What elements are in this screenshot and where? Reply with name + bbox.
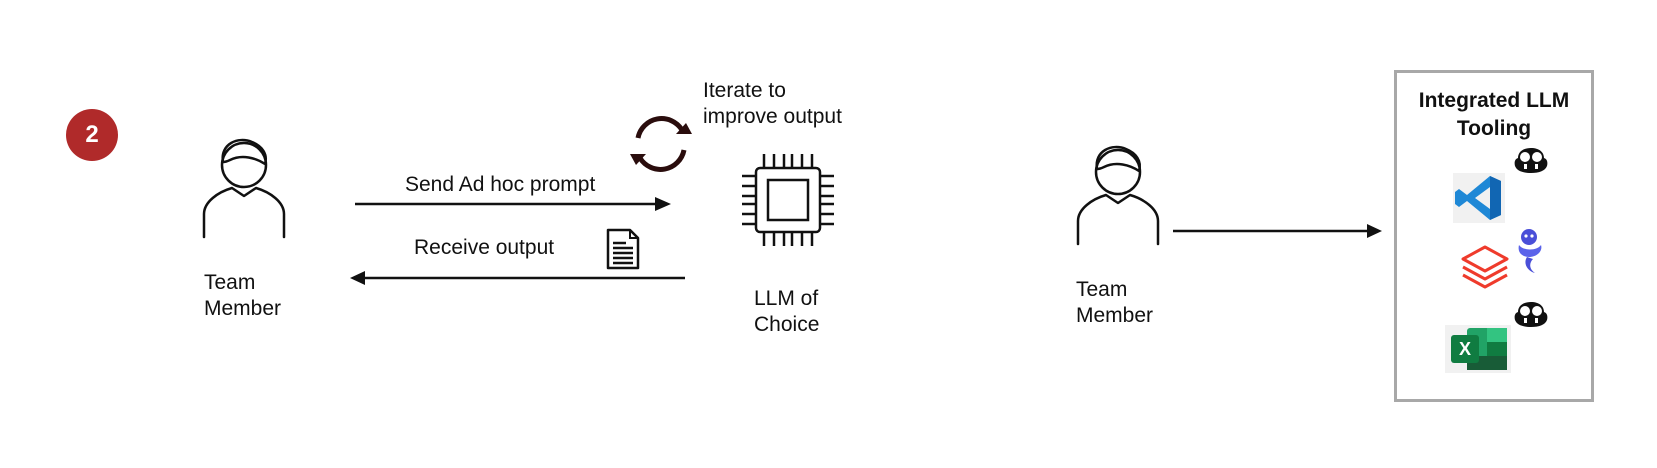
left-person-label-line2: Member xyxy=(204,297,282,320)
tooling-arrow xyxy=(1173,224,1382,238)
document-icon xyxy=(606,228,640,270)
vscode-icon xyxy=(1453,173,1505,223)
databricks-icon xyxy=(1461,245,1509,289)
step-badge: 2 xyxy=(66,109,118,161)
genie-icon xyxy=(1518,229,1542,273)
copilot-icon xyxy=(1514,302,1548,327)
send-prompt-label: Send Ad hoc prompt xyxy=(405,173,596,196)
excel-icon: X xyxy=(1445,325,1511,373)
receive-output-label: Receive output xyxy=(414,236,555,259)
receive-arrow xyxy=(350,271,685,285)
refresh-cycle-icon xyxy=(630,116,692,172)
send-arrow xyxy=(355,197,671,211)
copilot-icon xyxy=(1514,148,1548,173)
llm-label: LLM of Choice xyxy=(754,286,819,338)
tooling-title: Integrated LLM Tooling xyxy=(1397,87,1591,143)
tooling-title-line1: Integrated LLM xyxy=(1418,89,1570,112)
left-person-label: Team Member xyxy=(204,270,281,322)
iterate-label: Iterate to improve output xyxy=(703,78,842,130)
llm-label-line2: Choice xyxy=(754,313,820,336)
tooling-title-line2: Tooling xyxy=(1456,117,1532,140)
step-number: 2 xyxy=(85,121,99,148)
chip-icon xyxy=(742,154,834,246)
right-person-label-line2: Member xyxy=(1076,304,1154,327)
integrated-tooling-panel: Integrated LLM Tooling xyxy=(1394,70,1594,402)
excel-letter: X xyxy=(1459,339,1471,359)
iterate-label-line2: improve output xyxy=(703,105,842,128)
left-person-label-line1: Team xyxy=(204,271,256,294)
iterate-label-line1: Iterate to xyxy=(703,79,786,102)
right-person-label-line1: Team xyxy=(1076,278,1128,301)
llm-label-line1: LLM of xyxy=(754,287,819,310)
right-person-label: Team Member xyxy=(1076,277,1153,329)
person-icon xyxy=(202,138,286,239)
person-icon xyxy=(1076,145,1160,246)
